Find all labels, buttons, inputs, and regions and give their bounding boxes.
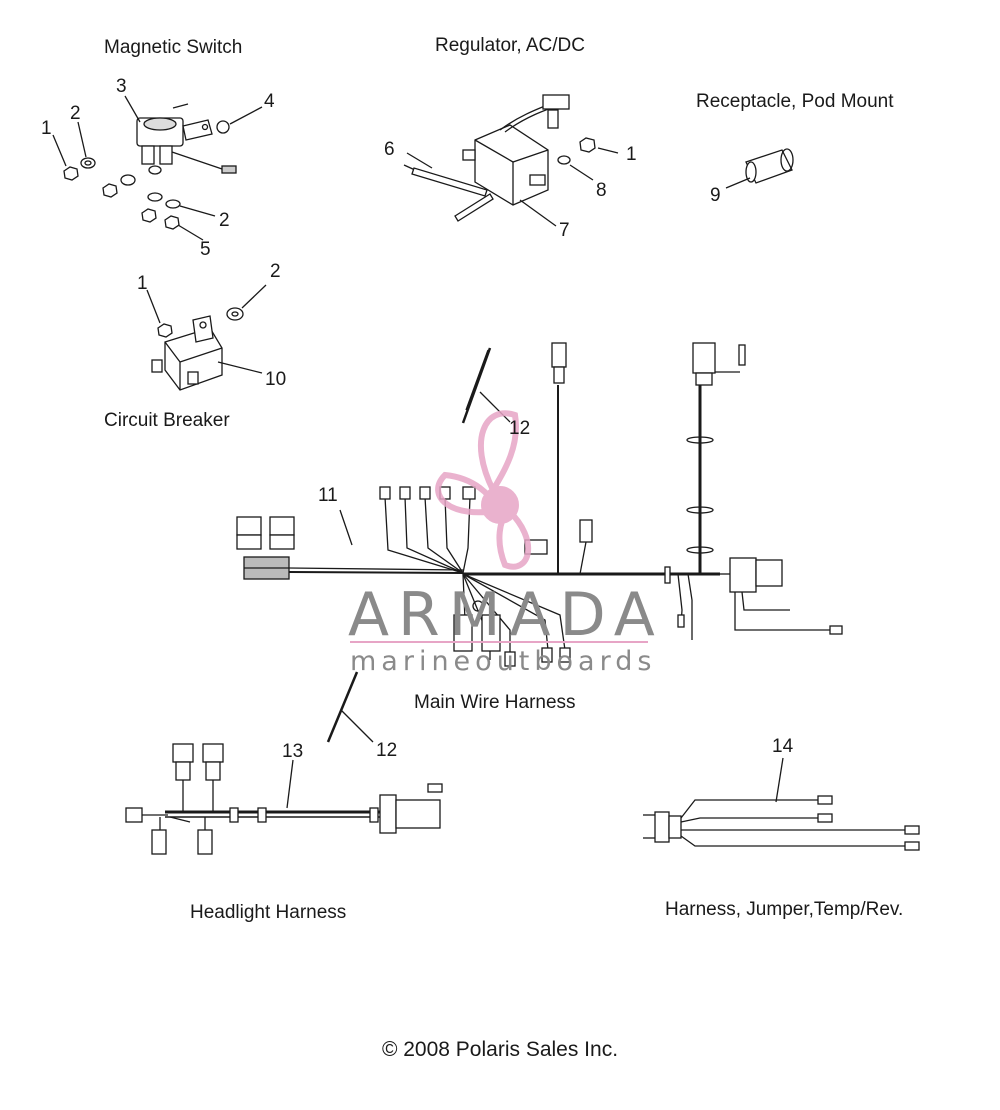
regulator-title: Regulator, AC/DC: [435, 35, 585, 56]
callout-number: 13: [282, 741, 304, 762]
magnetic-switch-part: [136, 103, 237, 174]
callout-number: 1: [137, 273, 148, 294]
callout-number: 14: [772, 736, 794, 757]
callout-number: 5: [200, 239, 211, 260]
callout-number: 1: [41, 118, 52, 139]
callout-number: 9: [710, 185, 721, 206]
callout-number: 11: [318, 485, 338, 506]
receptacle-title: Receptacle, Pod Mount: [696, 91, 894, 112]
main-wire-harness-title: Main Wire Harness: [414, 692, 576, 713]
circuit-breaker-part: [151, 307, 244, 391]
watermark-logo: [435, 410, 532, 570]
callout-number: 4: [264, 91, 275, 112]
regulator-part: [403, 94, 596, 222]
callout-number: 2: [270, 261, 281, 282]
callout-number: 12: [376, 740, 398, 761]
callout-number: 6: [384, 139, 395, 160]
callout-number: 1: [626, 144, 637, 165]
callout-number: 3: [116, 76, 127, 97]
callout-number: 12: [509, 418, 531, 439]
callout-number: 2: [70, 103, 81, 124]
circuit-breaker-title: Circuit Breaker: [104, 410, 230, 431]
headlight-harness-title: Headlight Harness: [190, 902, 347, 923]
magnetic-switch-title: Magnetic Switch: [104, 37, 243, 58]
watermark-name: ARMADA: [348, 580, 664, 650]
headlight-harness-part: [125, 743, 443, 855]
copyright-notice: © 2008 Polaris Sales Inc.: [381, 1038, 619, 1061]
nut-washer-parts: [63, 157, 181, 230]
jumper-harness-part: [643, 795, 920, 851]
callout-number: 7: [559, 220, 570, 241]
callout-number: 10: [265, 369, 287, 390]
callout-number: 8: [596, 180, 607, 201]
watermark-tagline: marineoutboards: [350, 646, 657, 677]
main-harness-part: [236, 342, 843, 667]
callout-number: 2: [219, 210, 230, 231]
receptacle-part: [745, 148, 794, 184]
watermark-divider: [350, 641, 648, 643]
jumper-harness-title: Harness, Jumper,Temp/Rev.: [665, 899, 904, 920]
